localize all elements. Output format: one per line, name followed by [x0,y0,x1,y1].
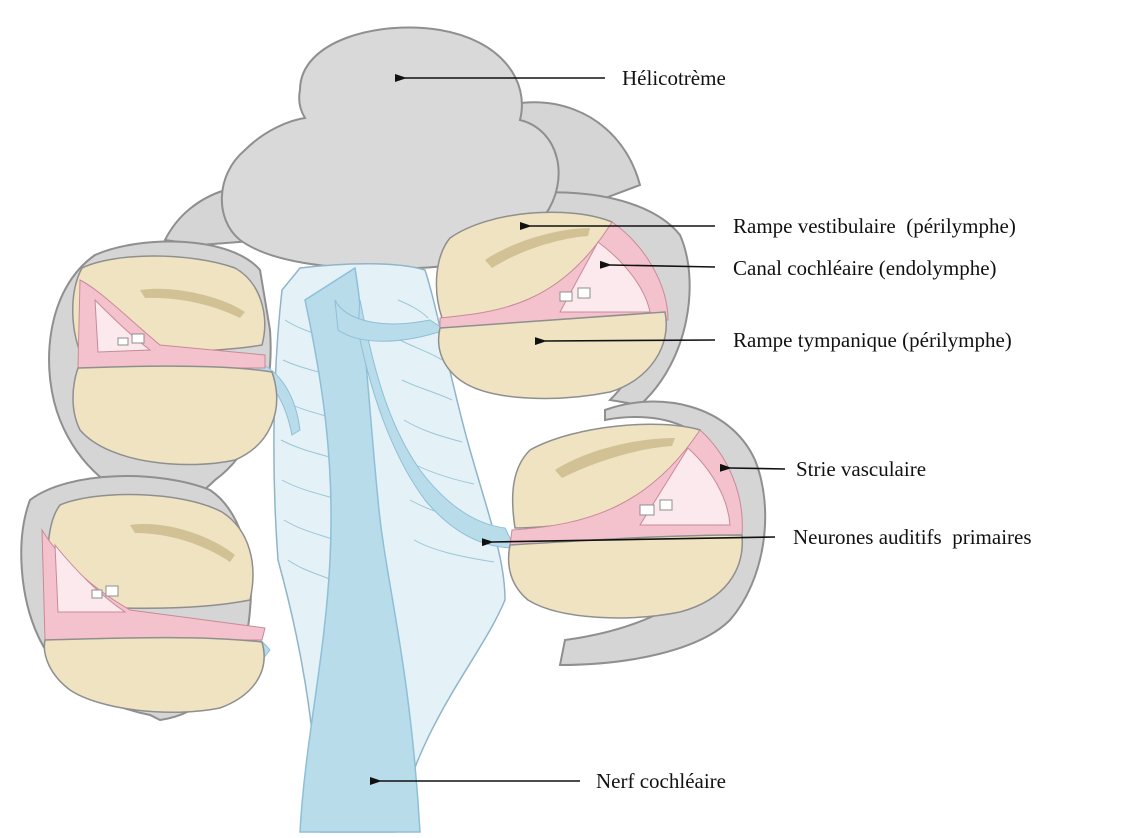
cochlear-turn-upper-left [73,256,277,465]
label-nerf-cochleaire: Nerf cochléaire [596,769,726,793]
label-rampe-tympanique: Rampe tympanique (périlymphe) [733,328,1012,352]
arrow-rampe-tympanique [545,340,715,341]
label-strie-vasculaire: Strie vasculaire [796,457,926,481]
label-neurones-auditifs: Neurones auditifs primaires [793,525,1032,549]
label-canal-cochleaire: Canal cochléaire (endolymphe) [733,256,997,280]
label-rampe-vestibulaire: Rampe vestibulaire (périlymphe) [733,214,1016,238]
arrow-strie-vasculaire [730,468,785,469]
cochlear-turn-lower-right [509,424,743,618]
cochlear-turn-lower-left [42,495,265,713]
cochlear-turn-upper-right [436,212,668,398]
label-helicotreme: Hélicotrème [622,66,726,90]
